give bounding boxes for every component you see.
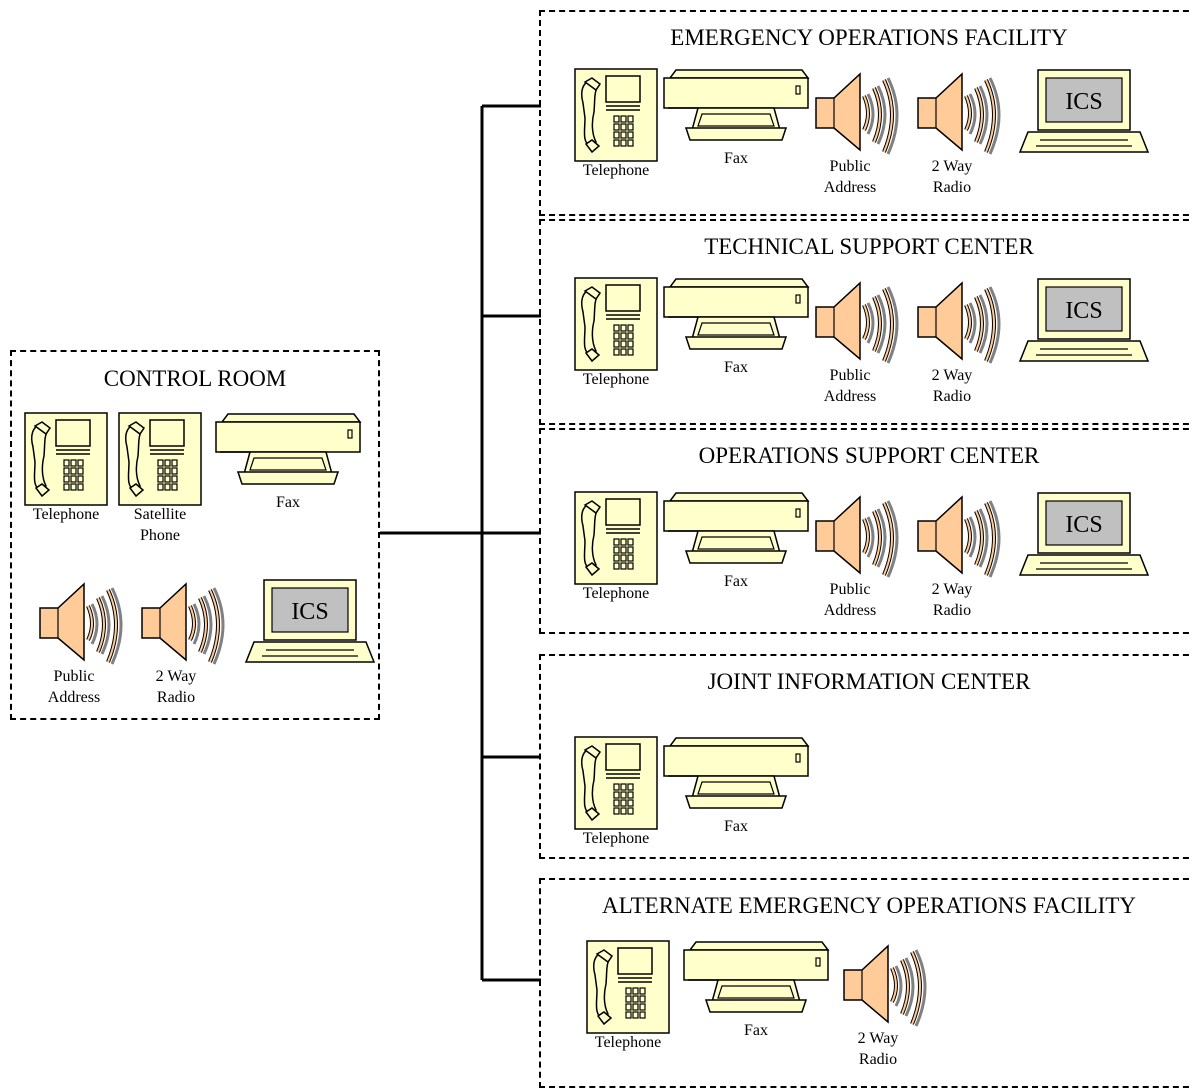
device-label: Public Address <box>823 581 877 619</box>
fax-icon <box>662 736 810 812</box>
fax-icon <box>662 277 810 353</box>
device-label: Telephone <box>582 371 650 388</box>
box-title: EMERGENCY OPERATIONS FACILITY <box>670 25 1068 50</box>
telephone-icon <box>574 491 658 585</box>
device-label: Fax <box>724 150 748 167</box>
fax-icon <box>662 68 810 144</box>
telephone-icon <box>574 277 658 371</box>
device-label: Fax <box>724 573 748 590</box>
connector-trunk <box>380 106 484 980</box>
device-label: Telephone <box>594 1034 662 1051</box>
telephone-icon <box>574 68 658 162</box>
speaker-icon <box>914 491 1010 587</box>
device-label: Telephone <box>582 162 650 179</box>
speaker-icon <box>914 277 1010 373</box>
laptop-icon: ICS <box>1018 277 1150 363</box>
ics-screen-text: ICS <box>291 599 328 625</box>
fax-icon <box>662 491 810 567</box>
device-label: Telephone <box>582 830 650 847</box>
box-title: ALTERNATE EMERGENCY OPERATIONS FACILITY <box>602 893 1136 918</box>
emergency-operations-facility-box: EMERGENCY OPERATIONS FACILITY <box>539 10 1192 216</box>
technical-support-center-box: TECHNICAL SUPPORT CENTER <box>539 219 1192 425</box>
device-label: Fax <box>744 1022 768 1039</box>
device-label: Telephone <box>582 585 650 602</box>
device-label: 2 Way Radio <box>931 367 973 405</box>
device-label: 2 Way Radio <box>857 1030 899 1068</box>
box-title: OPERATIONS SUPPORT CENTER <box>698 443 1040 468</box>
ics-screen-text: ICS <box>1065 512 1102 538</box>
laptop-icon: ICS <box>1018 491 1150 577</box>
speaker-icon <box>138 578 234 674</box>
device-label: Satellite Phone <box>133 506 187 544</box>
control-room-box: CONTROL ROOM <box>10 350 380 720</box>
ics-screen-text: ICS <box>1065 89 1102 115</box>
device-label: Fax <box>724 818 748 835</box>
device-label: Public Address <box>823 158 877 196</box>
laptop-icon: ICS <box>1018 68 1150 154</box>
speaker-icon <box>914 68 1010 164</box>
speaker-icon <box>840 940 936 1036</box>
device-label: 2 Way Radio <box>931 581 973 619</box>
laptop-icon: ICS <box>244 578 376 664</box>
joint-information-center-box: JOINT INFORMATION CENTER <box>539 654 1192 859</box>
ics-screen-text: ICS <box>1065 298 1102 324</box>
box-title: CONTROL ROOM <box>103 366 287 391</box>
speaker-icon <box>36 578 132 674</box>
telephone-icon <box>574 736 658 830</box>
box-title: JOINT INFORMATION CENTER <box>707 669 1031 694</box>
operations-support-center-box: OPERATIONS SUPPORT CENTER <box>539 428 1192 634</box>
speaker-icon <box>812 491 908 587</box>
fax-icon <box>214 412 362 488</box>
alternate-emergency-operations-facility-box: ALTERNATE EMERGENCY OPERATIONS FACILITY <box>539 878 1192 1088</box>
device-label: Telephone <box>32 506 100 523</box>
telephone-icon <box>24 412 108 506</box>
speaker-icon <box>812 68 908 164</box>
device-label: Public Address <box>823 367 877 405</box>
device-label: 2 Way Radio <box>931 158 973 196</box>
device-label: Public Address <box>47 668 101 706</box>
box-title: TECHNICAL SUPPORT CENTER <box>704 234 1034 259</box>
fax-icon <box>682 940 830 1016</box>
device-label: 2 Way Radio <box>155 668 197 706</box>
speaker-icon <box>812 277 908 373</box>
device-label: Fax <box>276 494 300 511</box>
device-label: Fax <box>724 359 748 376</box>
telephone-icon <box>586 940 670 1034</box>
telephone-icon <box>118 412 202 506</box>
